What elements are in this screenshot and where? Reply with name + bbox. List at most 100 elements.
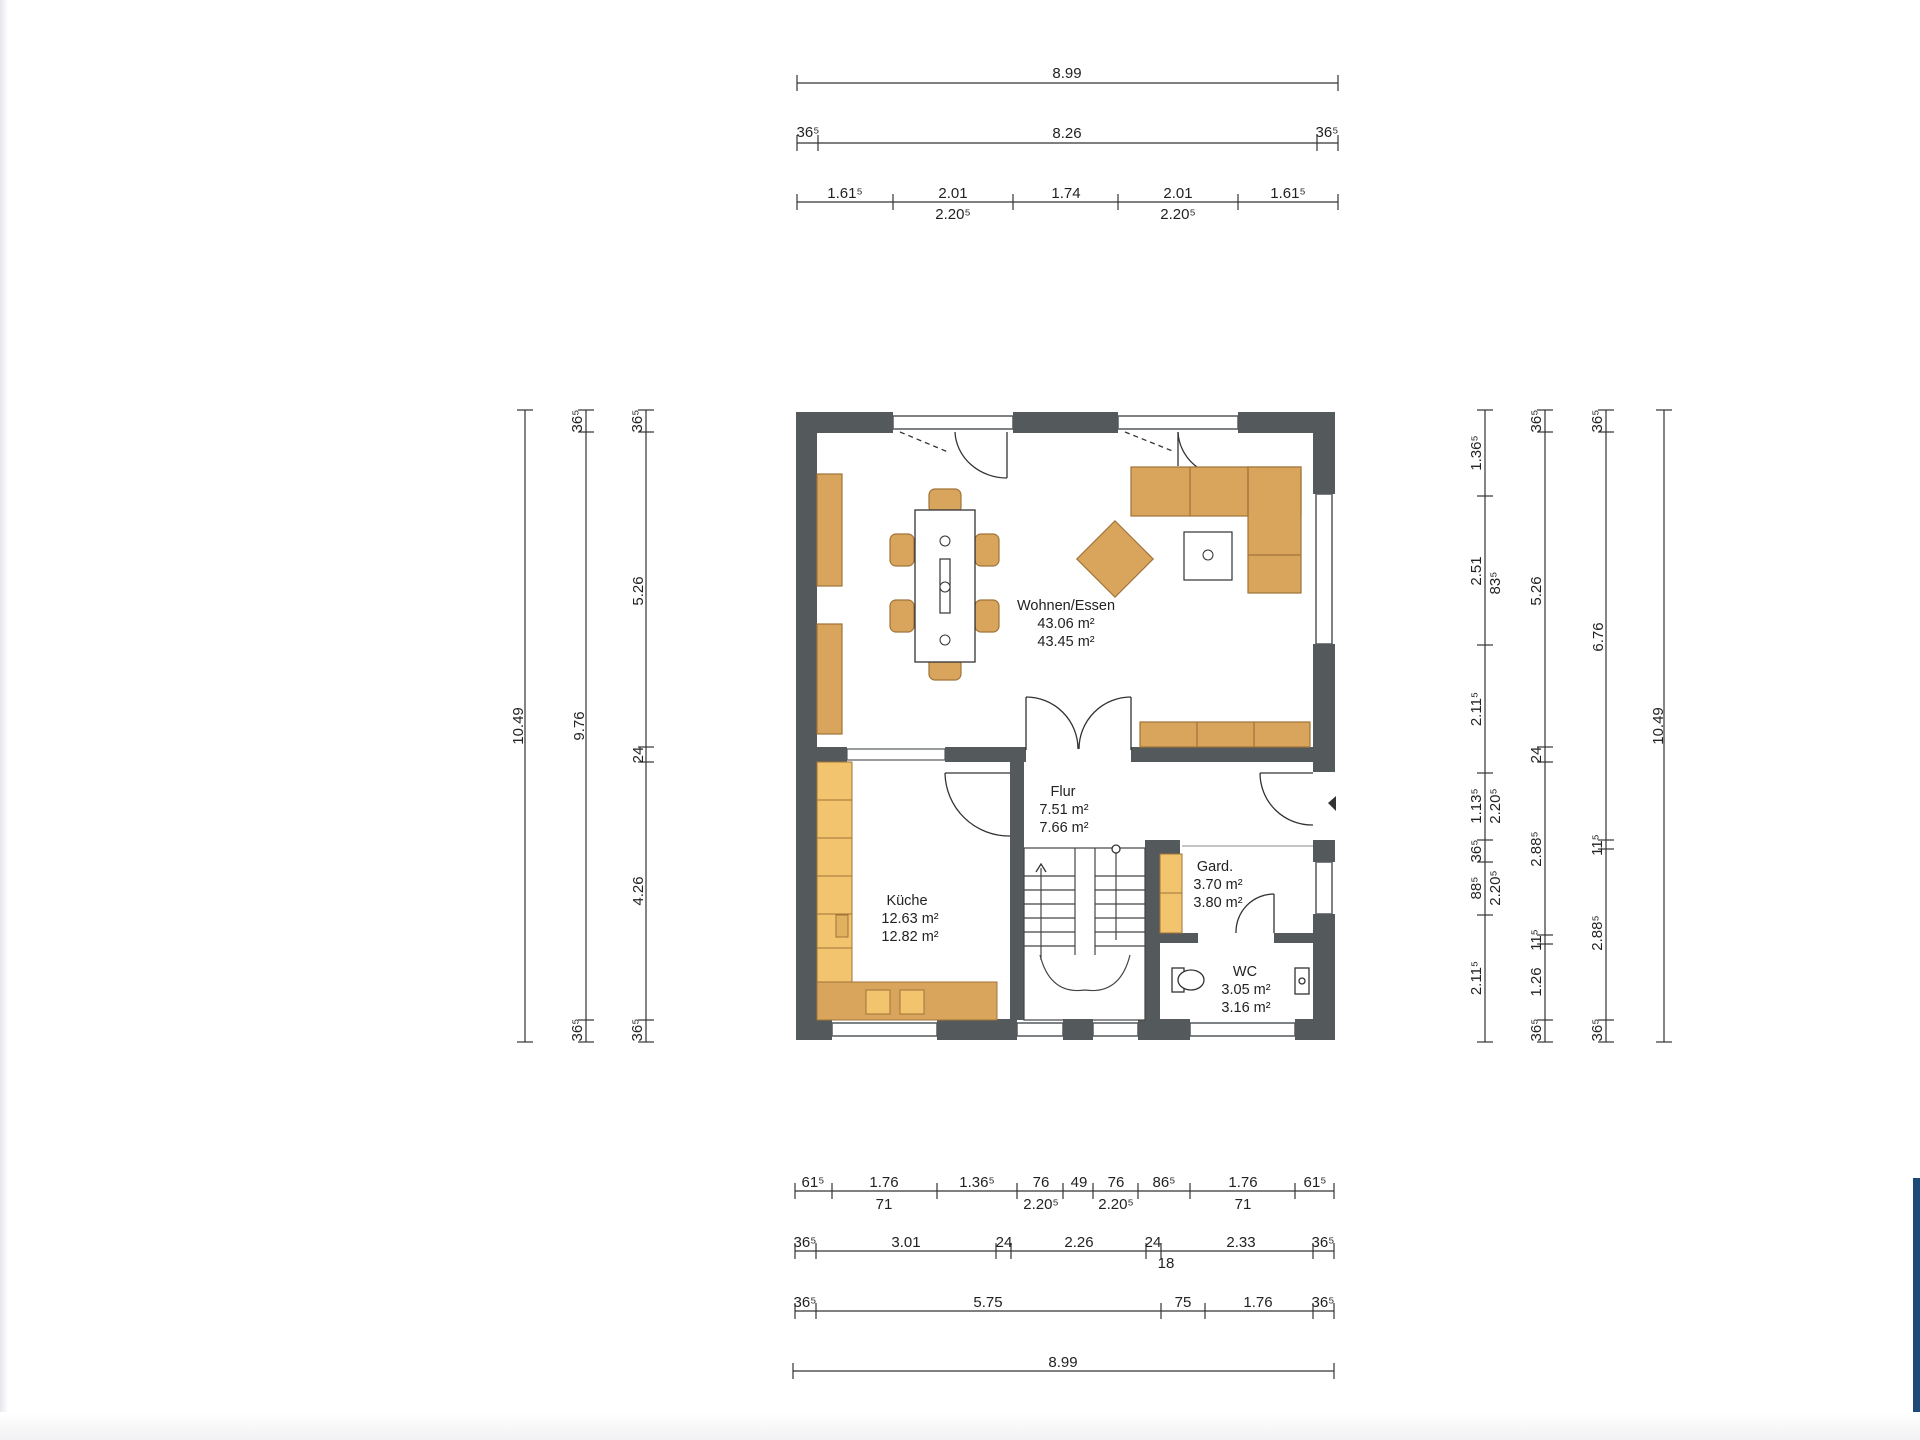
dim-bottom-row1-1: 1.76 [869, 1174, 898, 1191]
interior-walls [817, 747, 1313, 1020]
page-bottom-edge [0, 1412, 1920, 1440]
sink-icon [835, 914, 849, 938]
room-name-wohnen: Wohnen/Essen [1017, 598, 1115, 614]
dim-bottom-row1-5: 76 [1108, 1174, 1125, 1191]
dim-bottom-row1-7: 1.76 [1228, 1174, 1257, 1191]
room-area-wc-2: 3.16 m² [1221, 1000, 1270, 1016]
wall-segment [1313, 412, 1335, 494]
dim-bottom-row1-4: 49 [1071, 1174, 1088, 1191]
basin-drain-icon [1298, 977, 1306, 985]
door-arc [944, 772, 1011, 837]
dim-bottom-row2-3: 2.26 [1064, 1234, 1093, 1251]
dim-bottom-row3-1: 5.75 [973, 1294, 1002, 1311]
dim-right-col1-4: 36⁵ [1468, 840, 1485, 863]
dim-top-row3-2: 1.74 [1051, 185, 1080, 202]
stove-icon [865, 989, 891, 1015]
dim-right-col1-3: 1.13⁵ [1468, 788, 1485, 823]
dim-right-col1-0: 1.36⁵ [1468, 435, 1485, 470]
window [1315, 861, 1333, 915]
dim-left-outer-b: 36⁵ [569, 1019, 586, 1042]
window [1189, 1022, 1296, 1037]
window [1315, 493, 1333, 645]
dim-right-col1-6: 2.11⁵ [1468, 961, 1485, 995]
dim-bottom-row2-0: 36⁵ [794, 1234, 817, 1251]
wall-segment [1145, 840, 1180, 854]
wall-segment [1295, 1019, 1335, 1040]
room-name-kueche: Küche [886, 893, 927, 909]
dim-top-row3-sub-0: 2.20⁵ [935, 206, 970, 223]
dim-bottom-row1-8: 61⁵ [1304, 1174, 1327, 1191]
wall-segment [1131, 747, 1313, 762]
dim-right-col3-4: 36⁵ [1589, 1019, 1606, 1042]
plate-icon [939, 535, 951, 547]
window [1092, 1022, 1139, 1037]
dim-bottom-row1-sub-0: 71 [876, 1196, 893, 1213]
room-labels: Wohnen/Essen 43.06 m² 43.45 m² Flur 7.51… [881, 598, 1270, 1016]
dim-bottom-row2-2: 24 [996, 1234, 1013, 1251]
dim-right-col1b-1: 2.20⁵ [1487, 788, 1504, 823]
plate-icon [939, 634, 951, 646]
dim-right-total: 10.49 [1650, 707, 1667, 745]
armchair [1075, 519, 1155, 599]
wall-segment [1138, 1019, 1190, 1040]
wall-segment [796, 412, 817, 1040]
stove-icon [899, 989, 925, 1015]
dining-chair [889, 599, 915, 633]
dim-bottom-row3-2: 75 [1175, 1294, 1192, 1311]
wall-segment [796, 412, 893, 433]
door-arc [1025, 696, 1079, 750]
window [831, 1022, 938, 1037]
dim-bottom-row2-5: 2.33 [1226, 1234, 1255, 1251]
stair-start-dot-icon [1111, 844, 1121, 854]
dim-top-row2-left: 36⁵ [797, 124, 820, 141]
room-area-wc-1: 3.05 m² [1221, 982, 1270, 998]
vase-icon [1202, 549, 1214, 561]
kitchen-counter-left [816, 761, 853, 983]
dim-left-room-0: 36⁵ [629, 410, 646, 433]
page-right-accent [1913, 1178, 1920, 1440]
staircase [1023, 847, 1146, 1021]
wardrobe [1159, 853, 1183, 934]
wall-segment [1313, 644, 1335, 772]
dim-right-col1-5: 88⁵ [1468, 877, 1485, 900]
stair-post [1063, 1019, 1093, 1040]
dim-bottom-row3-0: 36⁵ [794, 1294, 817, 1311]
dim-bottom-total: 8.99 [1048, 1354, 1077, 1371]
window [892, 415, 1014, 430]
wall-segment [1160, 933, 1198, 943]
right-dimensions: 1.36⁵ 2.51 2.11⁵ 1.13⁵ 36⁵ 88⁵ 2.11⁵ 83⁵… [1468, 409, 1672, 1043]
wall-segment [817, 747, 847, 762]
living-furniture [816, 466, 1311, 748]
wall-segment [937, 1019, 1017, 1040]
outer-walls [796, 412, 1335, 1040]
dim-bottom-row2-4: 24 [1145, 1234, 1162, 1251]
room-name-gard: Gard. [1197, 859, 1233, 875]
dim-bottom-row2-1: 3.01 [891, 1234, 920, 1251]
dim-right-col2-2: 24 [1528, 747, 1545, 764]
dim-top-row3-sub-1: 2.20⁵ [1160, 206, 1195, 223]
windows [831, 415, 1333, 1037]
room-area-gard-1: 3.70 m² [1193, 877, 1242, 893]
bottom-dimensions: 61⁵ 1.76 1.36⁵ 76 49 76 86⁵ 1.76 61⁵ 71 … [792, 1174, 1335, 1379]
dim-bottom-row1-sub-1: 2.20⁵ [1023, 1196, 1058, 1213]
sideboard [816, 623, 843, 735]
room-area-wohnen-2: 43.45 m² [1037, 634, 1094, 650]
wc-fixtures [1171, 967, 1310, 995]
stair-outline [1023, 847, 1146, 1021]
room-area-flur-1: 7.51 m² [1039, 802, 1088, 818]
dim-bottom-row1-2: 1.36⁵ [959, 1174, 994, 1191]
dim-top-row2-right: 36⁵ [1316, 124, 1339, 141]
door-arc [1078, 696, 1132, 750]
dim-right-col3-2: 11⁵ [1589, 834, 1606, 856]
room-area-flur-2: 7.66 m² [1039, 820, 1088, 836]
kitchen-furniture [816, 761, 998, 1021]
dim-left-inner: 9.76 [571, 711, 588, 740]
floor-plan [796, 412, 1336, 1040]
dining-chair [974, 533, 1000, 567]
stair-turn [1039, 954, 1131, 992]
dim-bottom-row2-sub: 18 [1158, 1255, 1175, 1272]
top-dimensions: 8.99 36⁵ 8.26 36⁵ 1.61⁵ 2.01 1.74 2.01 1… [796, 65, 1339, 223]
wall-segment [945, 747, 1026, 762]
